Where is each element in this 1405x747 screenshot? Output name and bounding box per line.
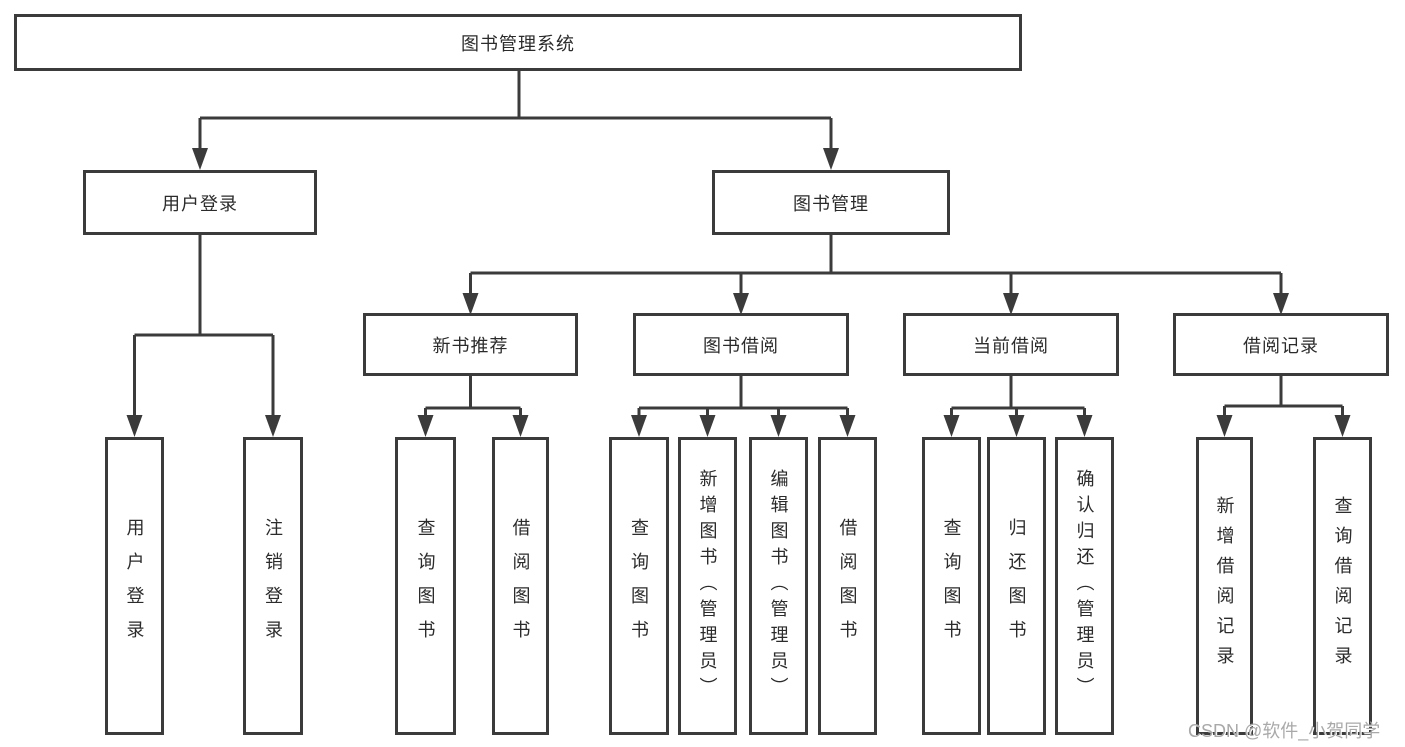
leaf-query-books-borrow: 查询图书 xyxy=(609,437,669,735)
arrow-down-icon xyxy=(265,415,281,437)
arrow-down-icon xyxy=(192,148,208,170)
arrow-down-icon xyxy=(1003,293,1019,315)
node-book-management: 图书管理 xyxy=(712,170,950,235)
leaf-borrow-books-rec: 借阅图书 xyxy=(492,437,549,735)
arrow-down-icon xyxy=(770,415,787,437)
arrow-down-icon xyxy=(839,415,856,437)
watermark: CSDN @软件_小贺同学 xyxy=(1188,721,1381,741)
node-current-borrowing: 当前借阅 xyxy=(903,313,1119,376)
connector-new-rec-split xyxy=(424,376,522,416)
leaf-edit-books-admin: 编辑图书（管理员） xyxy=(749,437,808,735)
leaf-add-borrow-record: 新增借阅记录 xyxy=(1196,437,1253,735)
connector-borrow-record-split xyxy=(1223,376,1344,416)
node-borrowing-records: 借阅记录 xyxy=(1173,313,1389,376)
leaf-borrow-books: 借阅图书 xyxy=(818,437,877,735)
leaf-logout: 注销登录 xyxy=(243,437,303,735)
arrow-down-icon xyxy=(733,293,749,315)
leaf-return-books: 归还图书 xyxy=(987,437,1046,735)
arrow-down-icon xyxy=(417,415,434,437)
leaf-add-books-admin: 新增图书（管理员） xyxy=(678,437,737,735)
connector-user-login-split xyxy=(133,235,275,416)
arrow-down-icon xyxy=(631,415,647,437)
arrow-down-icon xyxy=(512,415,529,437)
node-new-book-recommend: 新书推荐 xyxy=(363,313,578,376)
arrow-down-icon xyxy=(1216,415,1233,437)
arrow-down-icon xyxy=(1273,293,1289,315)
node-library-system: 图书管理系统 xyxy=(14,14,1022,71)
connector-book-mgmt-split xyxy=(469,235,1283,295)
connector-root-to-level2 xyxy=(198,71,833,151)
arrow-down-icon xyxy=(126,415,143,437)
arrow-down-icon xyxy=(943,415,960,437)
leaf-query-books-current: 查询图书 xyxy=(922,437,981,735)
leaf-query-borrow-record: 查询借阅记录 xyxy=(1313,437,1372,735)
leaf-query-books-rec: 查询图书 xyxy=(395,437,456,735)
arrow-down-icon xyxy=(462,293,479,315)
arrow-down-icon xyxy=(823,148,839,170)
connector-current-borrow-split xyxy=(950,376,1086,416)
node-book-borrowing: 图书借阅 xyxy=(633,313,849,376)
arrow-down-icon xyxy=(1008,415,1025,437)
arrow-down-icon xyxy=(1076,415,1093,437)
arrow-down-icon xyxy=(699,415,716,437)
node-user-login: 用户登录 xyxy=(83,170,317,235)
leaf-user-login: 用户登录 xyxy=(105,437,164,735)
connector-book-borrow-split xyxy=(637,376,849,416)
leaf-confirm-return-admin: 确认归还（管理员） xyxy=(1055,437,1114,735)
arrow-down-icon xyxy=(1334,415,1351,437)
